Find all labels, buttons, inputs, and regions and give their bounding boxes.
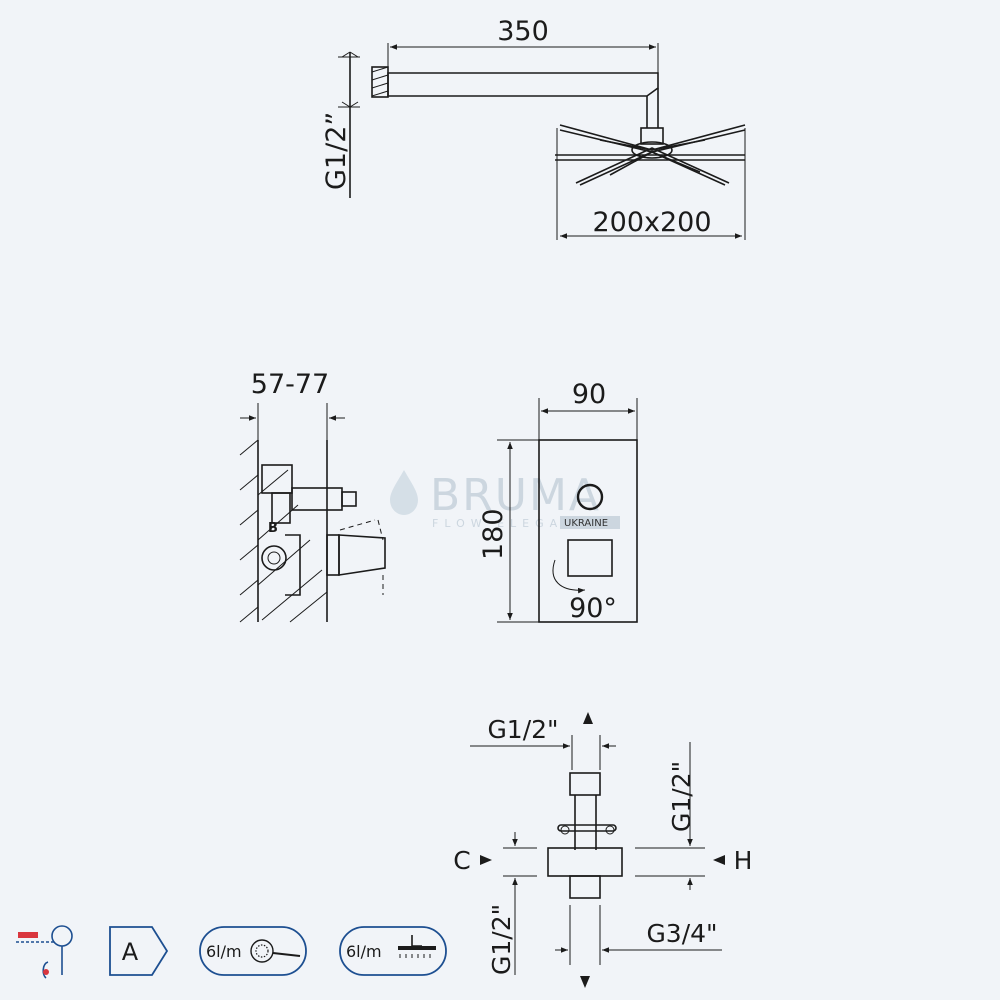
shower-head-view: 350 G1/2” 200x200: [321, 16, 746, 240]
dim-rotation-angle: 90°: [569, 593, 617, 624]
diverter-knob: [576, 483, 604, 511]
dim-left-thread: G1/2": [487, 904, 516, 975]
watermark: BRUMA FLOW ELEGANT UKRAINE: [390, 470, 620, 530]
dim-head-inlet-thread: G1/2”: [321, 112, 352, 190]
watermark-brand: BRUMA: [430, 470, 601, 521]
mixer-front-view: 90 180 90°: [478, 379, 638, 624]
dim-top-thread: G1/2": [487, 715, 558, 744]
cold-inlet-label: C: [453, 846, 470, 875]
energy-class-icon: A: [109, 926, 169, 976]
hand-shower-icon: 6l/m: [199, 926, 307, 976]
connection-diagram: G1/2" G1/2" H C G1/2" G3/4": [453, 712, 752, 988]
mixer-lever-icon: [16, 925, 73, 979]
dim-installation-depth: 57-77: [251, 369, 329, 400]
lever-handle: [567, 539, 613, 577]
dim-head-size: 200x200: [592, 207, 711, 238]
dim-bottom-thread: G3/4": [646, 919, 717, 948]
outlet-label-b: B: [268, 521, 278, 536]
mixer-side-view: 57-77 B: [239, 369, 386, 623]
head-flow-label: 6l/m: [346, 942, 382, 961]
watermark-region: UKRAINE: [564, 518, 608, 529]
energy-class-label: A: [122, 938, 139, 966]
dim-plate-height: 180: [478, 508, 509, 560]
dim-arm-length: 350: [497, 16, 549, 47]
water-drop-icon: [390, 470, 418, 515]
dim-right-thread: G1/2": [667, 761, 696, 832]
hand-flow-label: 6l/m: [206, 942, 242, 961]
rain-shower-icon: 6l/m: [339, 926, 447, 976]
hot-inlet-label: H: [734, 846, 753, 875]
dim-plate-width: 90: [572, 379, 606, 410]
feature-badges: A 6l/m 6l/m: [16, 925, 447, 979]
